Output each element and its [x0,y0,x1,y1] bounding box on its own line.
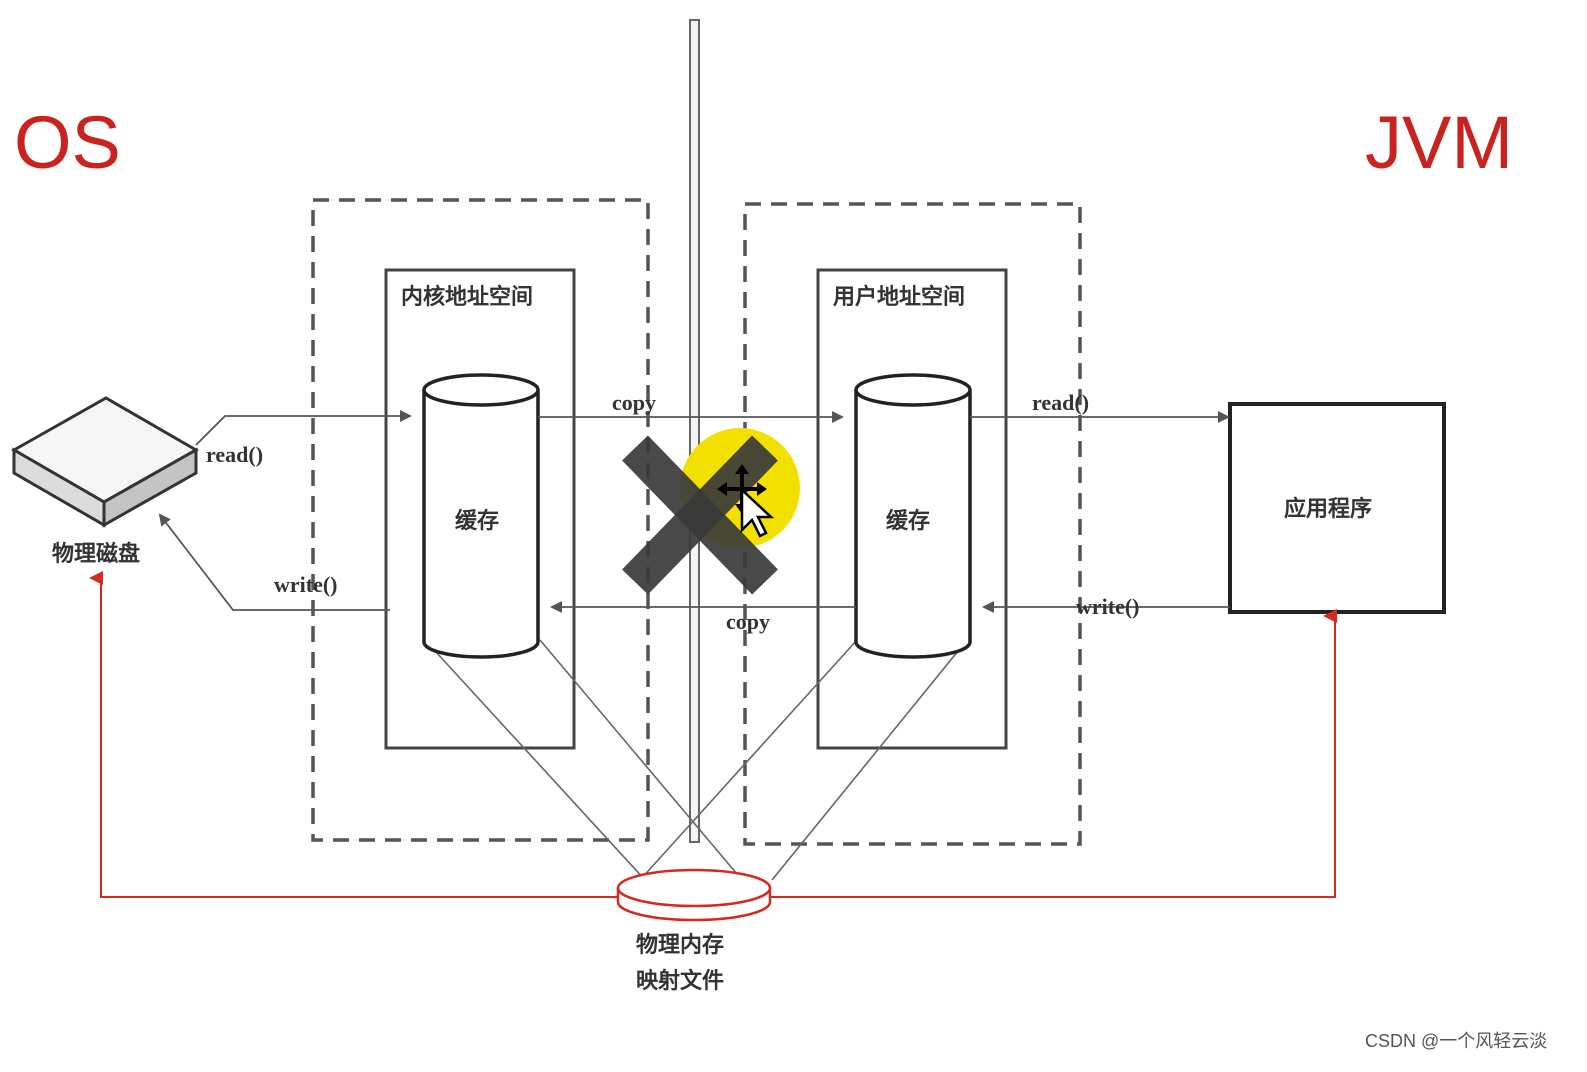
mmap-to-disk-arrow [101,578,620,897]
os-label: OS [14,101,121,184]
jvm-label: JVM [1365,101,1513,184]
read-disk-label: read() [206,442,263,467]
mmap-label-line2: 映射文件 [636,968,724,994]
mmap-label-line1: 物理内存 [636,932,724,958]
write-disk-label: write() [274,572,338,597]
user-space-label: 用户地址空间 [833,284,965,310]
copy-top-label: copy [612,390,656,415]
bottom-strip [0,1008,1587,1072]
csdn-watermark: CSDN @一个风轻云淡 [1365,1031,1547,1051]
physical-disk-icon [14,398,196,525]
read-disk-arrow [196,416,410,445]
os-jvm-divider [690,20,699,842]
kernel-cache-cylinder: 缓存 [424,375,538,657]
application-label: 应用程序 [1284,496,1372,522]
physical-disk-label: 物理磁盘 [52,541,140,567]
mmap-file-icon [618,870,770,920]
write-app-label: write() [1076,594,1140,619]
mmap-to-app-arrow [770,616,1335,897]
user-cache-label: 缓存 [886,508,930,534]
kernel-space-label: 内核地址空间 [401,284,533,310]
user-cache-cylinder: 缓存 [856,375,970,657]
kernel-cache-label: 缓存 [455,508,499,534]
application-box: 应用程序 [1230,404,1444,612]
copy-bottom-label: copy [726,609,770,634]
read-app-label: read() [1032,390,1089,415]
